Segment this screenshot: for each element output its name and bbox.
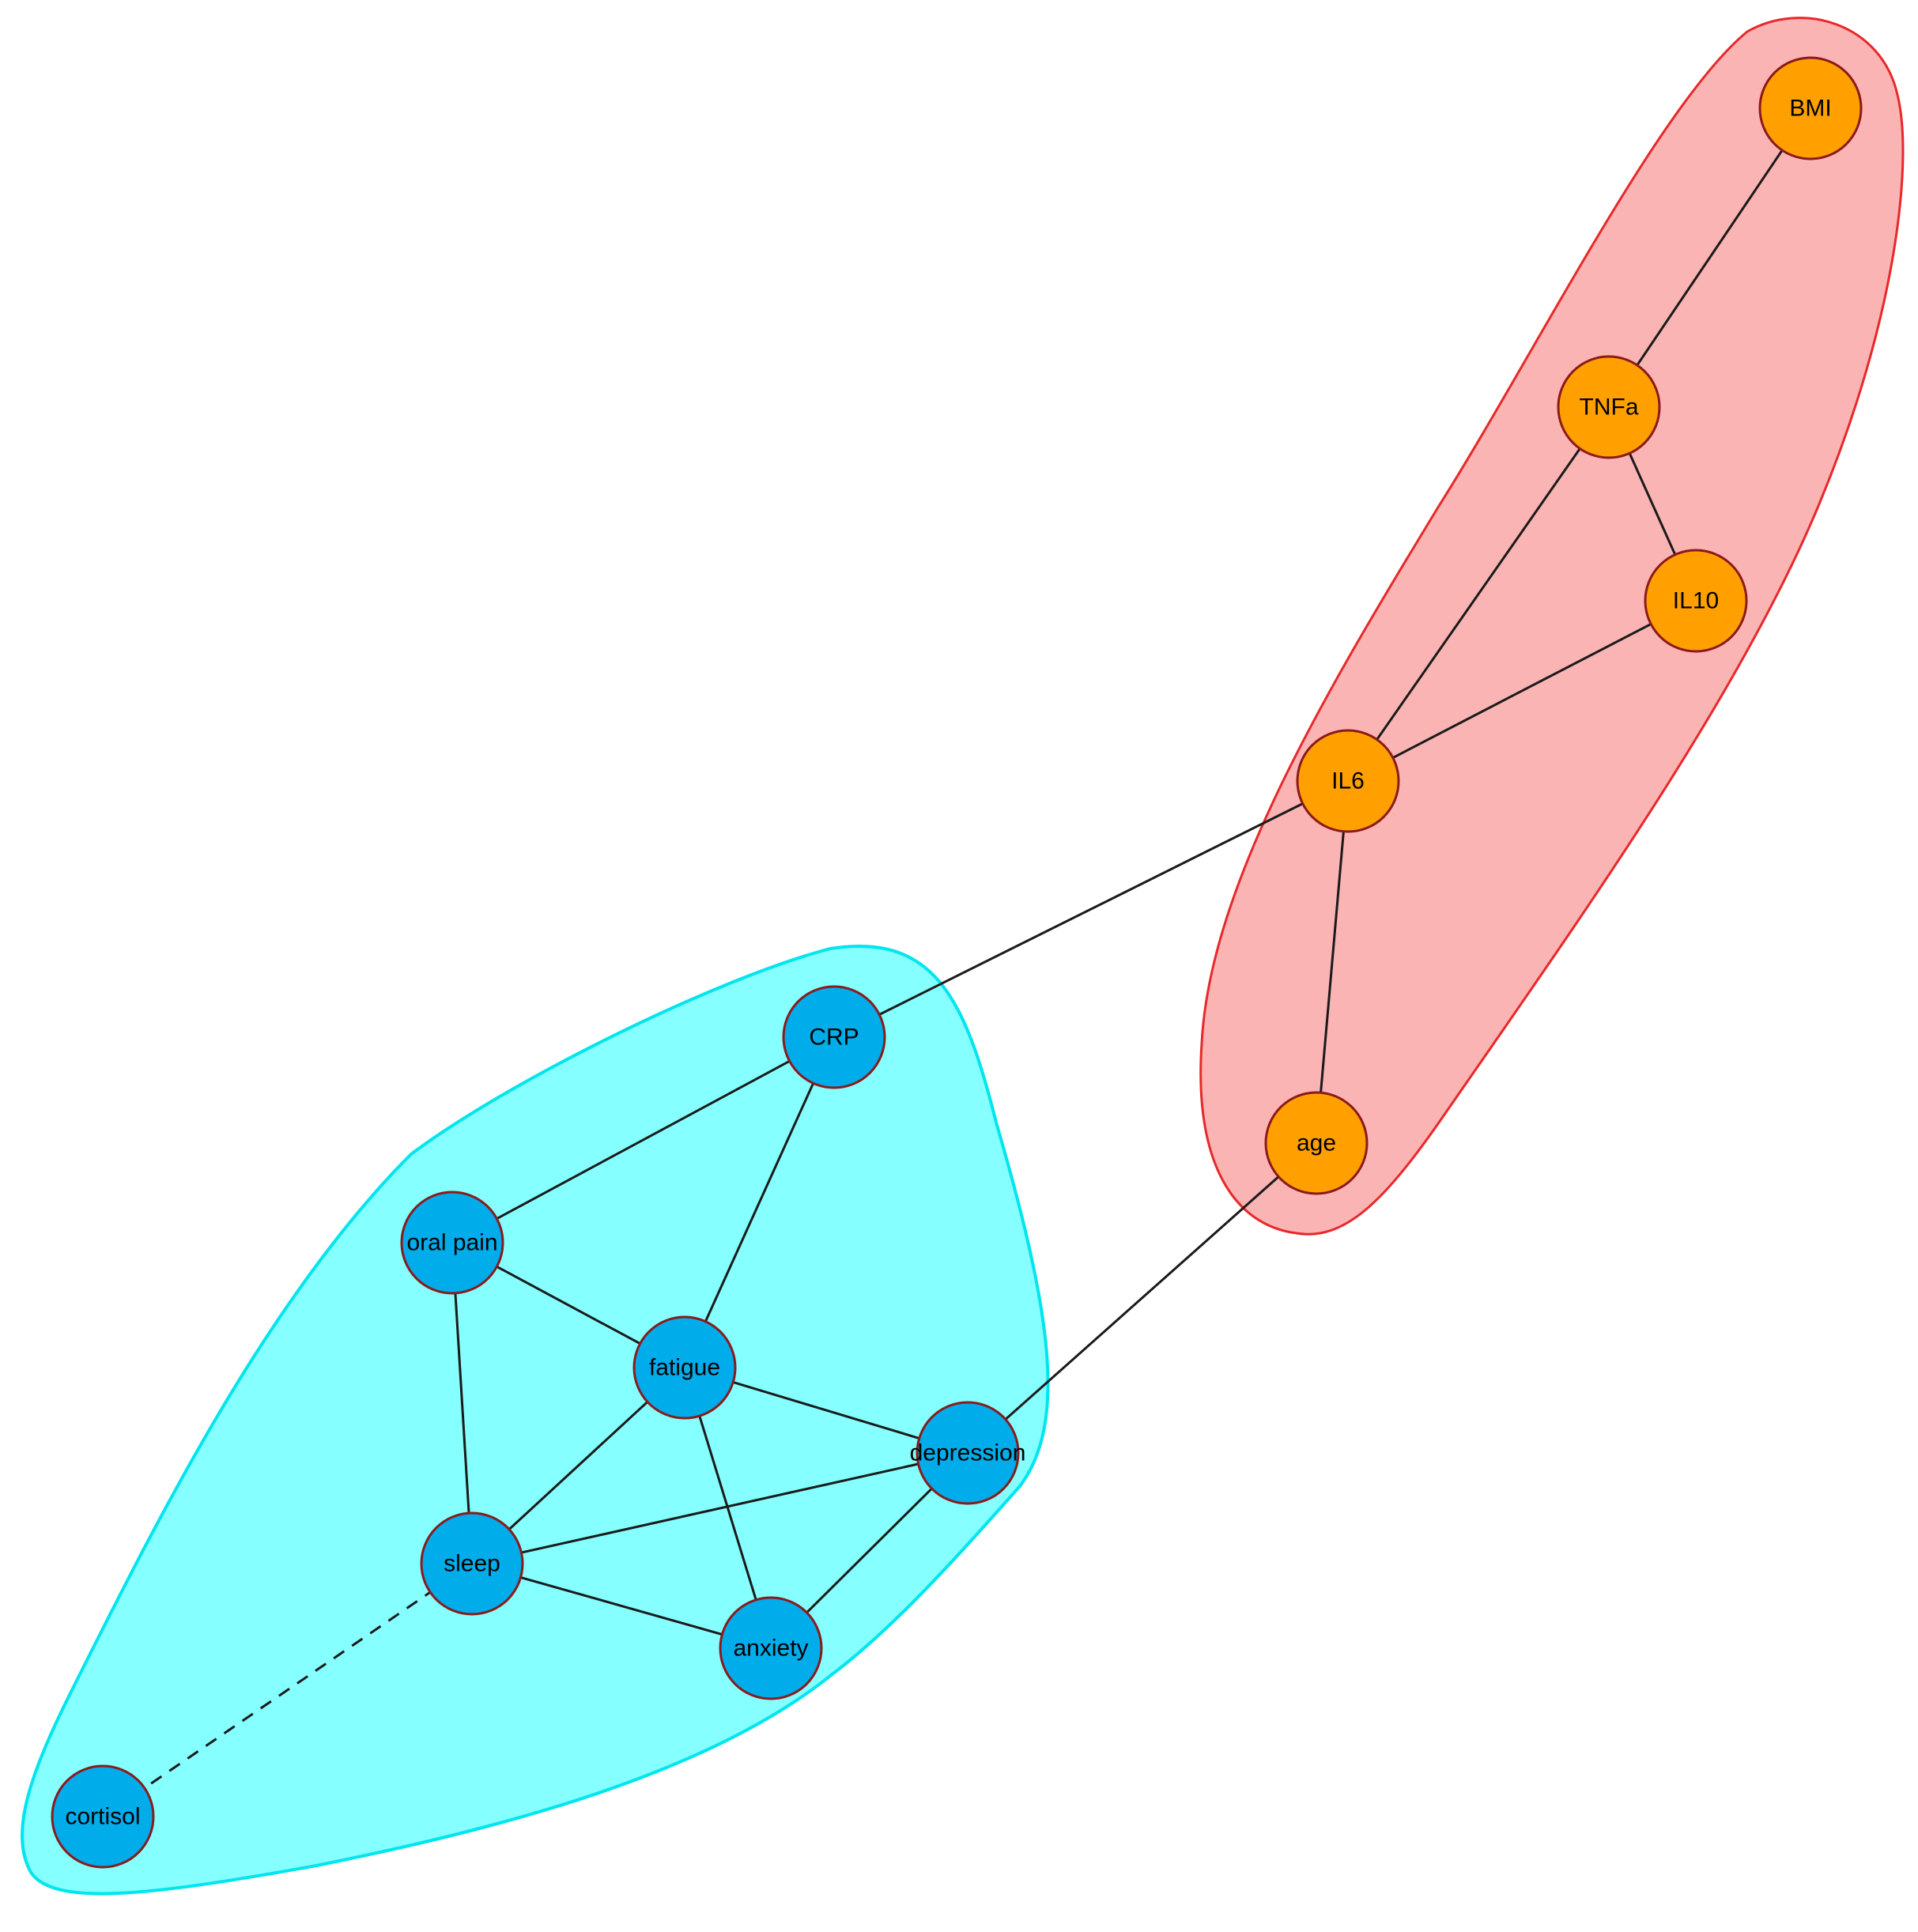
node-label: BMI [1789, 96, 1831, 122]
node-IL10[interactable]: IL10 [1644, 549, 1748, 653]
node-circle [1557, 355, 1661, 459]
edge-IL6-CRP [833, 779, 1349, 1039]
edge-depression-sleep [471, 1451, 968, 1565]
node-cortisol[interactable]: cortisol [51, 1764, 155, 1869]
red-cluster-hull [1199, 17, 1905, 1236]
edge-BMI-TNFa [1607, 108, 1812, 408]
blue-cluster-hull [21, 944, 1050, 1896]
node-label: fatigue [649, 1355, 720, 1381]
node-label: oral pain [406, 1230, 497, 1256]
node-circle [632, 1315, 737, 1420]
node-IL6[interactable]: IL6 [1296, 729, 1400, 833]
edge-TNFa-IL6 [1346, 406, 1610, 782]
edge-oral-pain-sleep [451, 1242, 474, 1564]
node-sleep[interactable]: sleep [420, 1511, 524, 1616]
node-circle [1758, 56, 1863, 160]
node-label: IL10 [1673, 588, 1719, 614]
node-depression[interactable]: depression [910, 1401, 1026, 1505]
node-fatigue[interactable]: fatigue [632, 1315, 737, 1420]
node-label: sleep [444, 1551, 500, 1577]
edge-CRP-oral-pain [451, 1036, 835, 1244]
edge-age-depression [967, 1141, 1317, 1455]
node-label: depression [910, 1440, 1026, 1466]
node-circle [1264, 1091, 1369, 1195]
node-circle [1644, 549, 1748, 653]
node-label: cortisol [65, 1804, 140, 1830]
node-age[interactable]: age [1264, 1091, 1369, 1195]
edge-sleep-cortisol [102, 1562, 473, 1818]
node-circle [51, 1764, 155, 1869]
node-oral-pain[interactable]: oral pain [400, 1191, 504, 1295]
cluster-hulls [21, 17, 1905, 1896]
node-BMI[interactable]: BMI [1758, 56, 1863, 160]
node-label: TNFa [1580, 394, 1639, 421]
edge-IL6-age [1315, 780, 1350, 1144]
node-circle [782, 985, 886, 1089]
node-circle [916, 1401, 1020, 1505]
node-label: IL6 [1331, 768, 1365, 794]
edge-CRP-fatigue [683, 1036, 836, 1368]
node-circle [420, 1511, 524, 1616]
node-anxiety[interactable]: anxiety [719, 1596, 823, 1700]
node-label: CRP [809, 1024, 859, 1051]
node-CRP[interactable]: CRP [782, 985, 886, 1089]
node-TNFa[interactable]: TNFa [1557, 355, 1661, 459]
node-label: age [1297, 1130, 1336, 1157]
node-label: anxiety [733, 1636, 808, 1662]
node-circle [400, 1191, 504, 1295]
node-circle [1296, 729, 1400, 833]
node-circle [719, 1596, 823, 1700]
edge-IL10-IL6 [1347, 599, 1697, 783]
